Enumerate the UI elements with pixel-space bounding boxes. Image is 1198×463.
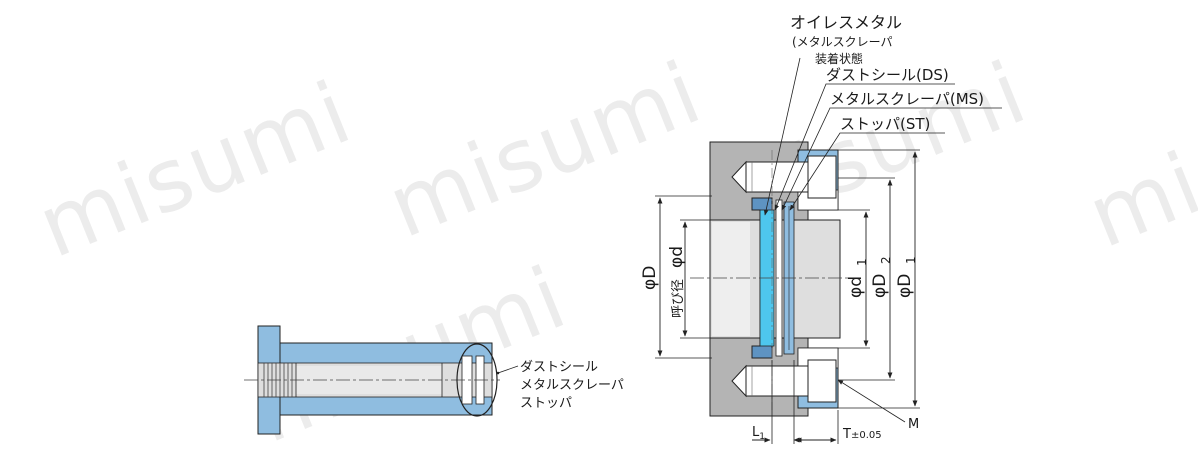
dim-phi-D: φD xyxy=(640,266,660,290)
callout-stopper: ストッパ(ST) xyxy=(840,115,930,133)
bushing-side-view: ダストシール メタルスクレーパ ストッパ xyxy=(244,325,624,435)
technical-drawing: ダストシール メタルスクレーパ ストッパ xyxy=(244,13,1002,444)
dim-phi-D2: φD 2 xyxy=(870,256,893,298)
label-dust-seal: ダストシール xyxy=(520,360,598,375)
bore-shade xyxy=(712,222,750,336)
detail-circle xyxy=(456,343,498,417)
callout-oiles-sub1: (メタルスクレーパ xyxy=(792,35,893,49)
leader-dust-seal xyxy=(774,83,955,211)
bolt-bottom xyxy=(731,359,837,403)
leader-M xyxy=(837,379,906,423)
leader-line xyxy=(496,365,519,375)
leader-oiles xyxy=(763,57,801,216)
svg-text:φd: φd xyxy=(846,276,866,298)
callout-oiles-sub2: 装着状態 xyxy=(815,51,863,66)
dim-T: T±0.05 xyxy=(842,427,882,442)
dim-M: M xyxy=(908,417,919,432)
dim-phi-d: φd xyxy=(667,246,687,268)
label-stopper: ストッパ xyxy=(520,396,572,411)
leader-metal-scraper xyxy=(781,107,1002,211)
svg-text:1: 1 xyxy=(904,256,918,264)
dim-phi-D1: φD 1 xyxy=(895,256,918,298)
bolt-top xyxy=(731,155,837,199)
callout-oiles-metal: オイレスメタル xyxy=(790,13,902,32)
cross-section-view: φD 呼び径 φd φd 1 φD 2 φD 1 xyxy=(640,13,1002,444)
callout-metal-scraper: メタルスクレーパ(MS) xyxy=(830,90,984,108)
callout-dust-seal: ダストシール(DS) xyxy=(826,66,949,84)
svg-text:φD: φD xyxy=(870,274,890,298)
label-metal-scraper: メタルスクレーパ xyxy=(520,378,624,393)
svg-text:1: 1 xyxy=(855,258,869,266)
dim-nominal: 呼び径 xyxy=(671,279,686,318)
leader-stopper xyxy=(789,132,945,211)
svg-text:2: 2 xyxy=(879,256,893,264)
dim-L1: L1 xyxy=(752,425,765,442)
dim-phi-d1: φd 1 xyxy=(846,258,869,298)
svg-text:φD: φD xyxy=(895,274,915,298)
diagram-stage: misumi misumi misumi misumi misumi xyxy=(25,13,1198,463)
